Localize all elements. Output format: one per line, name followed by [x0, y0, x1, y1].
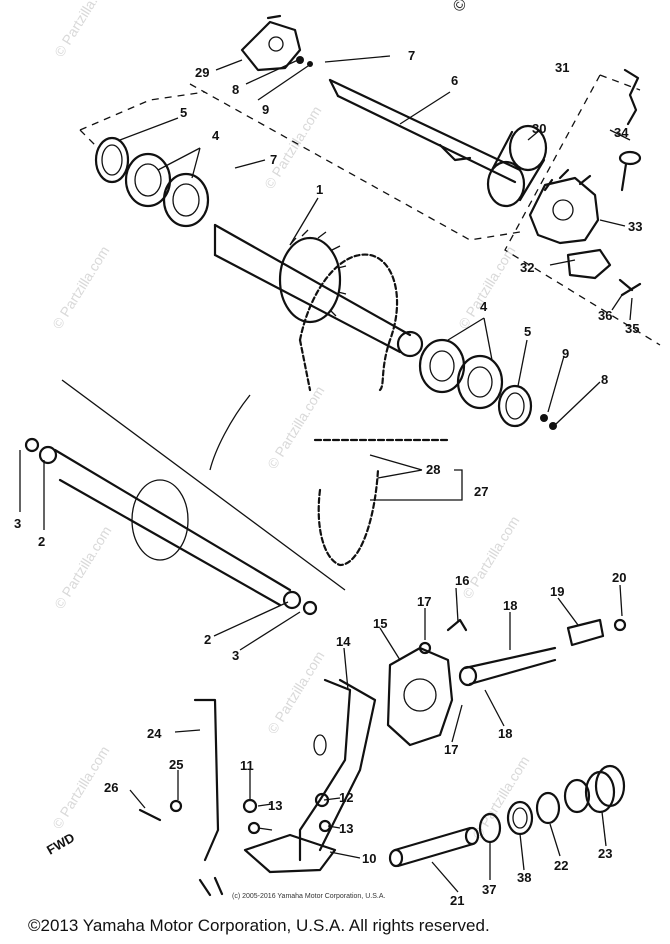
callout-17: 17: [444, 742, 458, 757]
watermark: © Partzilla.com: [264, 383, 328, 471]
callout-labels: 29 8 9 7 6 31 5 4 7 30 34 1 33 32 36 35 …: [14, 48, 642, 908]
callout-24: 24: [147, 726, 162, 741]
part-5-seal: [94, 136, 130, 184]
callout-21: 21: [450, 893, 464, 908]
callout-38: 38: [517, 870, 531, 885]
callout-18: 18: [498, 726, 512, 741]
callout-19: 19: [550, 584, 564, 599]
callout-36: 36: [598, 308, 612, 323]
part-19-20-bolt: [566, 618, 627, 647]
callout-13: 13: [268, 798, 282, 813]
watermark: © Partzilla.com: [459, 513, 523, 601]
callout-12: 12: [339, 790, 353, 805]
callout-7: 7: [270, 152, 277, 167]
chain-upper: [298, 253, 399, 392]
callout-30: 30: [532, 121, 546, 136]
callout-2: 2: [38, 534, 45, 549]
callout-16: 16: [455, 573, 469, 588]
watermark: © Partzilla.com: [49, 243, 113, 331]
part-8-9-nuts: [296, 56, 557, 430]
callout-18: 18: [503, 598, 517, 613]
callout-4: 4: [480, 299, 488, 314]
callout-11: 11: [240, 758, 254, 773]
rings-set: [478, 764, 626, 844]
callout-10: 10: [362, 851, 376, 866]
callout-6: 6: [451, 73, 458, 88]
copyright-footer: ©2013 Yamaha Motor Corporation, U.S.A. A…: [28, 916, 490, 935]
part-34-pin: [618, 68, 642, 192]
callout-23: 23: [598, 846, 612, 861]
part-31-gear-assembly: [528, 168, 642, 297]
callout-2: 2: [204, 632, 211, 647]
callout-31: 31: [555, 60, 569, 75]
part-1-axle-sprocket: [213, 223, 424, 358]
callout-22: 22: [554, 858, 568, 873]
callout-3: 3: [232, 648, 239, 663]
part-21-pin: [388, 826, 480, 868]
reference-lines: [61, 74, 661, 591]
callout-8: 8: [232, 82, 239, 97]
callout-3: 3: [14, 516, 21, 531]
watermark: © Partzilla.com: [261, 103, 325, 191]
part-25-26-bolt: [138, 799, 183, 822]
callout-34: 34: [614, 125, 629, 140]
callout-5: 5: [524, 324, 531, 339]
watermark: © Partzilla.com: [455, 243, 519, 331]
part-29-bracket-plate: [240, 14, 302, 72]
callout-32: 32: [520, 260, 534, 275]
lower-pivot-bracket: [242, 792, 337, 874]
watermark-layer: © Partzilla.com © Partzilla.com © Partzi…: [49, 0, 533, 842]
callout-7: 7: [408, 48, 415, 63]
callout-1: 1: [316, 182, 323, 197]
callout-8: 8: [601, 372, 608, 387]
part-4-bearings: [124, 152, 210, 228]
callout-37: 37: [482, 882, 496, 897]
part-18-shaft: [458, 646, 557, 687]
callout-29: 29: [195, 65, 209, 80]
callout-33: 33: [628, 219, 642, 234]
watermark: © Partzilla.com: [49, 743, 113, 831]
callout-35: 35: [625, 321, 639, 336]
callout-9: 9: [562, 346, 569, 361]
callout-26: 26: [104, 780, 118, 795]
watermark: © Partzilla.com: [51, 0, 115, 60]
callout-13: 13: [339, 821, 353, 836]
part-30-cylinder: [486, 124, 548, 208]
part-27-drive-chain: [313, 438, 452, 567]
part-5-seal-right: [497, 384, 533, 428]
callout-28: 28: [426, 462, 440, 477]
callout-15: 15: [373, 616, 387, 631]
callout-4: 4: [212, 128, 220, 143]
callout-9: 9: [262, 102, 269, 117]
callout-14: 14: [336, 634, 351, 649]
part-6-long-shaft: [328, 78, 522, 184]
leader-lines: [19, 55, 633, 893]
callout-25: 25: [169, 757, 183, 772]
callout-17: 17: [417, 594, 431, 609]
brake-caliper-assembly: [386, 618, 468, 747]
rear-axle-housing: [24, 437, 318, 616]
callout-20: 20: [612, 570, 626, 585]
callout-27: 27: [474, 484, 488, 499]
callout-fwd: FWD: [44, 830, 77, 858]
part-14-swing-arm: [298, 678, 377, 862]
copyright-small: (c) 2005-2016 Yamaha Motor Corporation, …: [232, 893, 386, 900]
part-4-bearings-right: [418, 338, 504, 410]
watermark: © Partzilla.com: [51, 523, 115, 611]
watermark: © Partzilla.com: [264, 648, 328, 736]
part-24-stand: [193, 698, 224, 897]
callout-5: 5: [180, 105, 187, 120]
